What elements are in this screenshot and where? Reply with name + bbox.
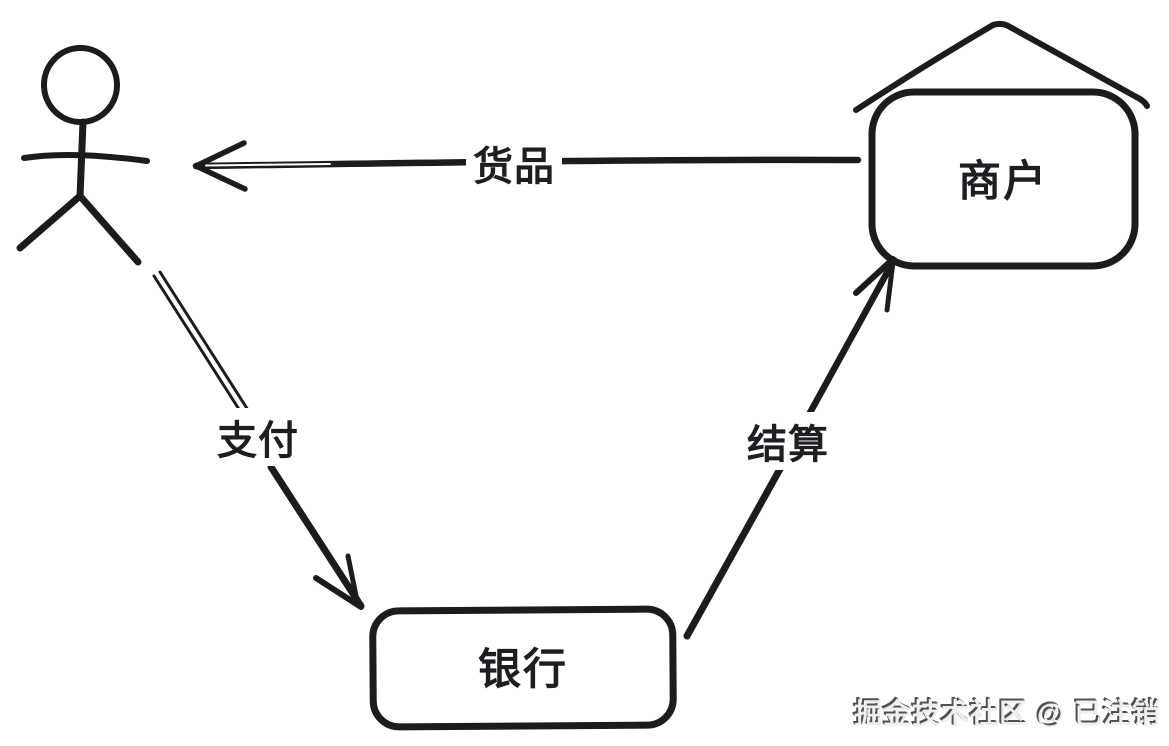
person-arms (21, 152, 150, 164)
bank-box (369, 605, 677, 731)
bank-node (369, 605, 677, 731)
person-head (40, 45, 121, 125)
person-legs (16, 192, 142, 266)
person-body (76, 118, 87, 201)
payment-arrow (152, 270, 365, 610)
settlement-line-lower (683, 465, 784, 640)
goods-arrow-line-highlight (205, 163, 331, 167)
customer-figure (16, 45, 150, 266)
merchant-roof (853, 20, 1150, 113)
merchant-label: 商户 (958, 158, 1048, 206)
settlement-arrowhead-barb-1 (853, 256, 896, 296)
watermark: 掘金技术社区 @ 已注销 (854, 698, 1161, 729)
settlement-edge-label: 结算 (740, 412, 836, 470)
bank-label: 银行 (478, 646, 568, 694)
payment-line-upper-a (152, 274, 244, 416)
settlement-arrowhead-barb-2 (884, 259, 896, 313)
settlement-line-upper (802, 256, 898, 424)
payment-arrowhead-barb-1 (313, 575, 364, 610)
goods-arrowhead (193, 140, 248, 192)
settlement-arrow (683, 256, 898, 640)
payment-arrowhead-barb-2 (345, 553, 360, 604)
payment-line-upper-b (158, 270, 250, 412)
merchant-node (853, 20, 1150, 270)
goods-edge-label: 货品 (466, 134, 562, 192)
payment-line-lower (267, 463, 365, 610)
payment-edge-label: 支付 (210, 408, 306, 466)
merchant-box (868, 88, 1139, 270)
